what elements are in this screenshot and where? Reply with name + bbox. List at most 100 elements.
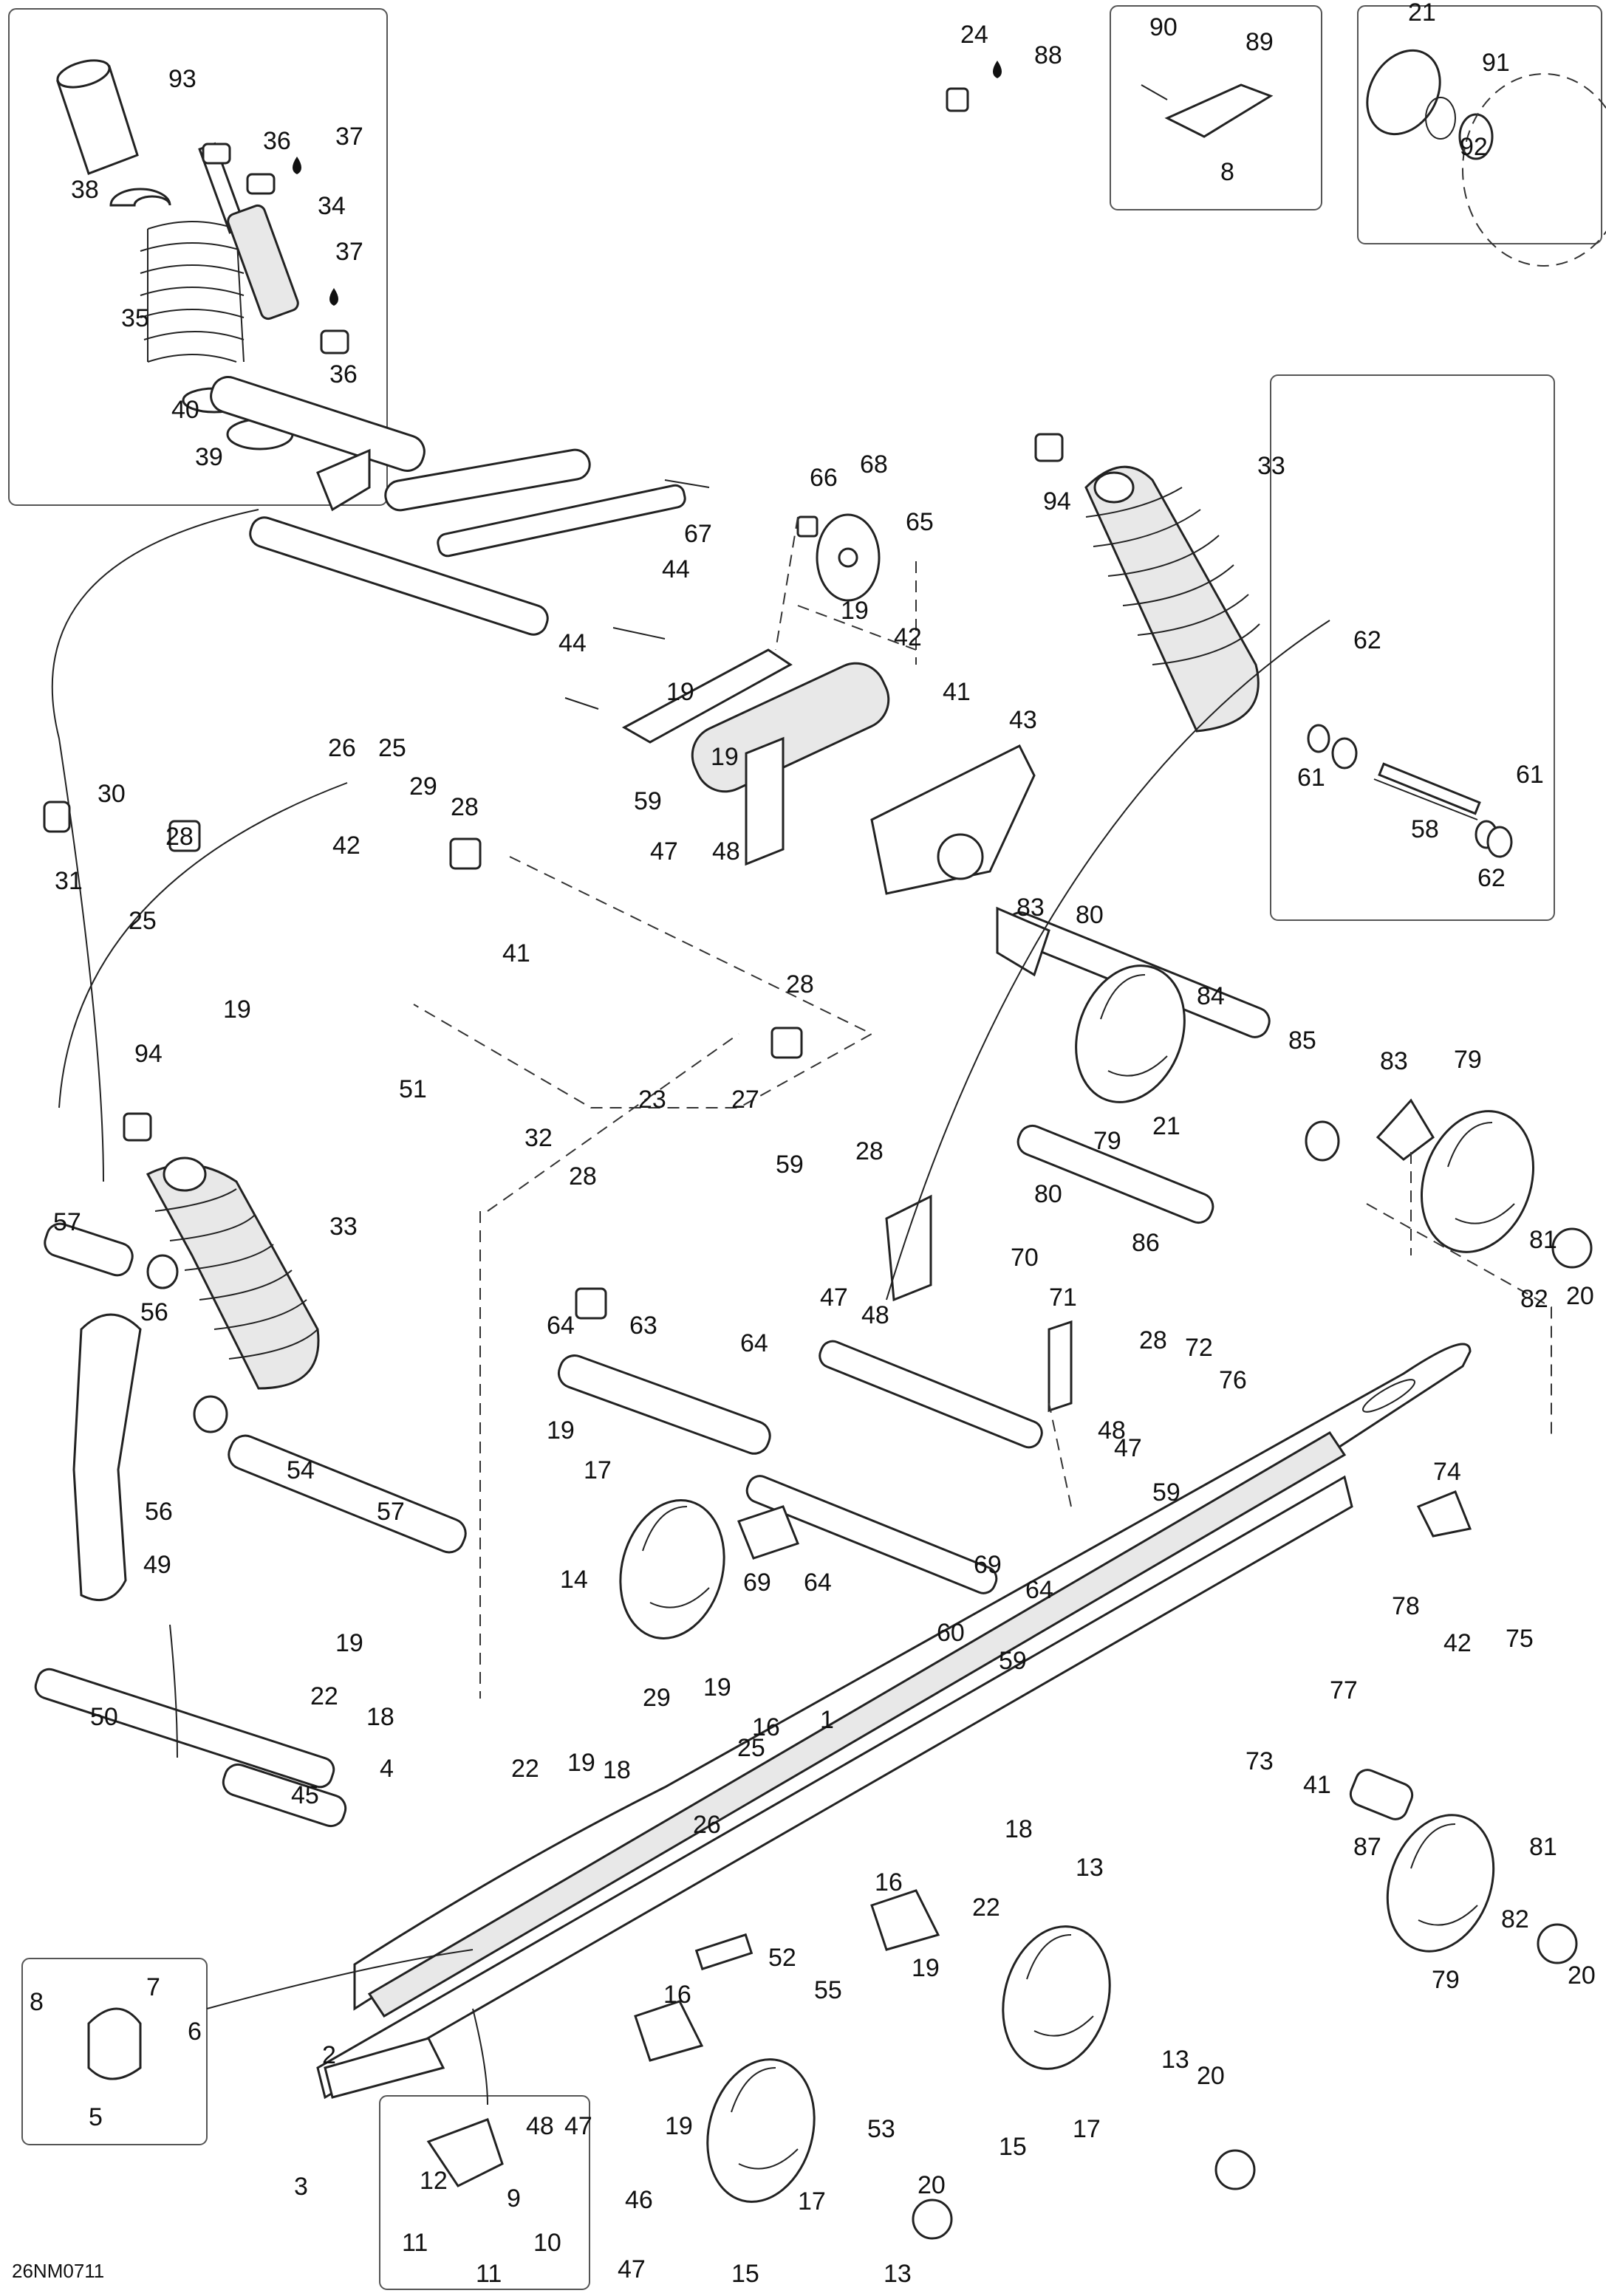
callout-62: 62: [1353, 626, 1381, 654]
bushing-31: [43, 801, 71, 833]
callout-19: 19: [912, 1954, 940, 1982]
callout-47: 47: [650, 837, 678, 866]
callout-62: 62: [1477, 864, 1506, 892]
mid-arm-63: [557, 1194, 1073, 1594]
callout-28: 28: [855, 1137, 884, 1165]
spacer-66: [796, 515, 819, 538]
callout-55: 55: [814, 1976, 842, 2004]
callout-92: 92: [1460, 133, 1488, 161]
link-49: [72, 1313, 142, 1602]
callout-28: 28: [569, 1162, 597, 1190]
callout-36: 36: [329, 360, 358, 388]
wheel-79-b: [1420, 1110, 1535, 1253]
callout-8: 8: [30, 1988, 44, 2016]
callout-18: 18: [1005, 1815, 1033, 1843]
callout-11: 11: [476, 2260, 502, 2288]
callout-43: 43: [1009, 706, 1037, 734]
cap-20: [912, 2199, 953, 2240]
callout-80: 80: [1076, 901, 1104, 929]
inset-box-shock-spring: [8, 8, 388, 506]
callout-15: 15: [731, 2260, 759, 2288]
sleeve-57: [44, 1222, 134, 1277]
callout-80: 80: [1034, 1180, 1062, 1208]
callout-20: 20: [1197, 2062, 1225, 2090]
callout-64: 64: [547, 1312, 575, 1340]
callout-25: 25: [737, 1734, 765, 1762]
callout-14: 14: [560, 1566, 588, 1594]
callout-7: 7: [146, 1973, 160, 2001]
callout-34: 34: [318, 192, 346, 220]
callout-82: 82: [1520, 1285, 1548, 1313]
callout-73: 73: [1245, 1747, 1274, 1775]
grease-drop-icon: [329, 288, 338, 306]
callout-56: 56: [145, 1498, 173, 1526]
rear-arm-23: [210, 376, 686, 636]
inset-box-stopper: [21, 1958, 208, 2145]
callout-53: 53: [867, 2115, 895, 2143]
inset-box-bracket: [1110, 5, 1322, 210]
callout-28: 28: [165, 823, 194, 851]
callout-76: 76: [1219, 1366, 1247, 1394]
callout-74: 74: [1433, 1458, 1461, 1486]
callout-48: 48: [1098, 1416, 1126, 1445]
callout-59: 59: [776, 1151, 804, 1179]
callout-2: 2: [322, 2041, 336, 2069]
callout-94: 94: [134, 1040, 163, 1068]
callout-21: 21: [1408, 0, 1436, 27]
wheel-15-b: [706, 2058, 816, 2203]
shock-absorber-33-left: [123, 1112, 320, 1390]
washer-56: [193, 1395, 228, 1433]
callout-64: 64: [1025, 1576, 1053, 1604]
callout-63: 63: [629, 1312, 657, 1340]
callout-25: 25: [129, 907, 157, 935]
spacer-85: [1305, 1120, 1340, 1162]
callout-31: 31: [55, 867, 83, 895]
callout-86: 86: [1132, 1229, 1160, 1257]
bar-50: [34, 1668, 335, 1789]
callout-64: 64: [740, 1329, 768, 1357]
block-16: [634, 2000, 704, 2062]
rail-1: [316, 1343, 1472, 2100]
block-16: [870, 1889, 940, 1951]
callout-71: 71: [1049, 1284, 1077, 1312]
callout-37: 37: [335, 238, 363, 266]
bar-45: [222, 1763, 347, 1828]
callout-81: 81: [1529, 1833, 1557, 1861]
callout-60: 60: [937, 1619, 965, 1647]
callout-36: 36: [263, 127, 291, 155]
callout-32: 32: [524, 1124, 553, 1152]
axle-54: [228, 1434, 467, 1554]
callout-78: 78: [1392, 1592, 1420, 1620]
callout-44: 44: [558, 629, 587, 657]
bushing-28: [168, 820, 201, 852]
callout-59: 59: [999, 1647, 1027, 1675]
callout-33: 33: [1257, 452, 1285, 480]
callout-47: 47: [564, 2112, 592, 2140]
shock-absorber-33-right: [1034, 433, 1260, 733]
callout-59: 59: [634, 787, 662, 815]
callout-61: 61: [1516, 761, 1544, 789]
callout-5: 5: [89, 2103, 103, 2131]
block-16: [737, 1505, 799, 1560]
wheel-14: [619, 1499, 725, 1639]
callout-19: 19: [335, 1629, 363, 1657]
callout-29: 29: [409, 772, 437, 801]
callout-56: 56: [140, 1298, 168, 1326]
block-83: [1376, 1098, 1435, 1161]
callout-13: 13: [1076, 1854, 1104, 1882]
axle-58: [1307, 724, 1513, 858]
callout-47: 47: [1114, 1434, 1142, 1462]
callout-15: 15: [999, 2133, 1027, 2161]
callout-93: 93: [168, 65, 197, 93]
callout-69: 69: [974, 1551, 1002, 1579]
callout-33: 33: [329, 1213, 358, 1241]
callout-19: 19: [547, 1416, 575, 1445]
bracket-89: [1141, 83, 1274, 138]
grease-drop-icon: [293, 157, 301, 174]
callout-42: 42: [1443, 1629, 1472, 1657]
callout-19: 19: [567, 1749, 595, 1777]
cap-20: [1551, 1227, 1593, 1269]
callout-69: 69: [743, 1569, 771, 1597]
callout-87: 87: [1353, 1833, 1381, 1861]
